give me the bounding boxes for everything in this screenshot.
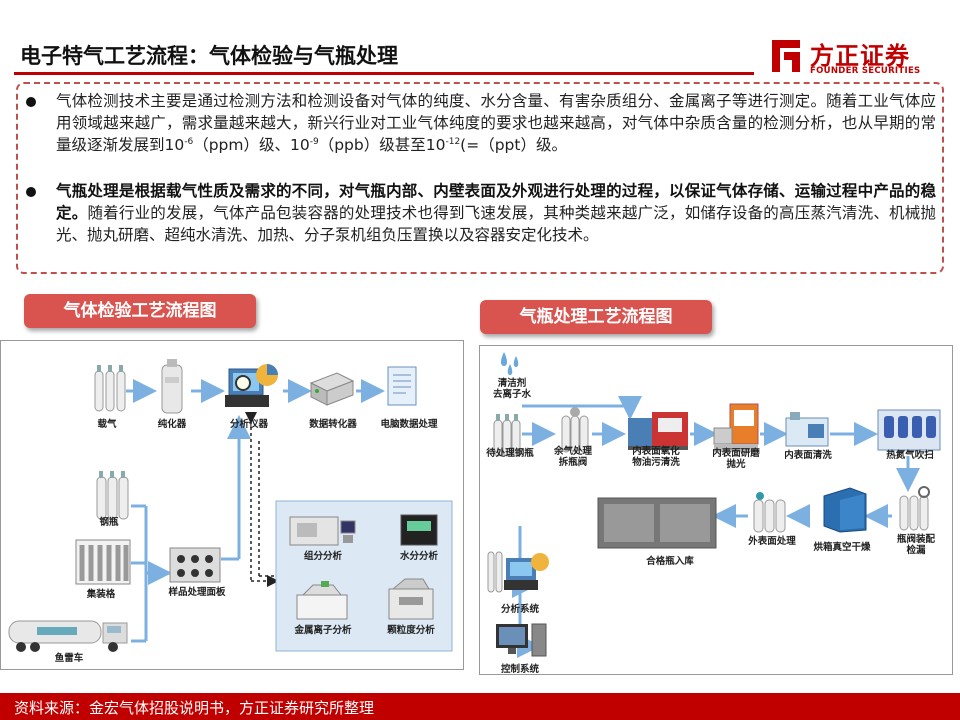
label-pc: 电脑数据处理 [380, 419, 438, 430]
data-converter-icon [309, 372, 355, 406]
label-inner-polish: 内表面研磨 抛光 [712, 448, 760, 470]
label-vacuum-dry: 烘箱真空干燥 [813, 542, 871, 553]
founder-logo-icon [772, 40, 800, 72]
steel-cylinder-icon [96, 471, 129, 520]
label-qualified-storage: 合格瓶入库 [646, 556, 694, 567]
control-system-computer-icon [496, 623, 547, 657]
label-to-process-cylinder: 待处理钢瓶 [486, 448, 534, 459]
summary-box [16, 82, 944, 274]
source-note: 资料来源：金宏气体招股说明书，方正证券研究所整理 [14, 699, 375, 717]
tube-trailer-icon [8, 620, 128, 652]
residual-gas-cylinders-icon [561, 407, 589, 453]
bullet-dot [26, 187, 36, 197]
label-converter: 数据转化器 [309, 419, 357, 430]
label-metal-ion-analysis: 金属离子分析 [294, 625, 352, 636]
bullet-dot [26, 97, 36, 107]
gas-inspection-flow-panel: 载气 纯化器 分析仪器 数据转化器 电脑数据处理 钢瓶 集装格 样品处理面板 组… [0, 340, 464, 670]
cylinders-to-process-icon [493, 414, 521, 457]
label-cleaner: 清洁剂 去离子水 [492, 378, 532, 400]
label-control-system: 控制系统 [500, 664, 540, 675]
label-outer-treatment: 外表面处理 [748, 536, 796, 547]
label-valve-leak-check: 瓶阀装配 检漏 [896, 534, 936, 556]
page-title: 电子特气工艺流程：气体检验与气瓶处理 [20, 44, 398, 68]
label-tube-trailer: 鱼雷车 [54, 653, 84, 664]
cylinder-treatment-flow-panel: 清洁剂 去离子水 待处理钢瓶 余气处理 拆瓶阀 内表面氧化 物油污清洗 内表面研… [479, 345, 953, 675]
vacuum-oven-icon [823, 487, 867, 533]
outer-surface-cylinders-icon [753, 492, 786, 533]
sample-panel-icon [169, 547, 221, 583]
inner-cleaning-machine-icon [785, 412, 829, 447]
metal-ion-analyzer-icon [296, 581, 348, 620]
right-diagram-heading: 气瓶处理工艺流程图 [480, 300, 712, 334]
label-purifier: 纯化器 [157, 419, 187, 430]
label-component-analysis: 组分分析 [303, 551, 343, 562]
component-analyzer-icon [289, 516, 356, 546]
title-underline [14, 72, 754, 75]
label-bundle: 集装格 [86, 589, 116, 600]
moisture-analyzer-icon [400, 514, 438, 546]
label-inner-clean: 内表面清洗 [784, 450, 832, 461]
label-analyzer: 分析仪器 [229, 419, 269, 430]
analyzer-instrument-icon [225, 364, 278, 407]
polishing-machine-icon [713, 403, 759, 452]
oxide-cleaning-machine-icon [628, 412, 688, 450]
bullet-text: 气瓶处理是根据载气性质及需求的不同，对气瓶内部、内壁表面及外观进行处理的过程，以… [56, 182, 936, 244]
logo-name-cn: 方正证券 [810, 42, 910, 70]
logo-name-en: FOUNDER SECURITIES [810, 66, 921, 76]
label-residual-gas: 余气处理 拆瓶阀 [553, 446, 593, 468]
bullet-text: 气体检测技术主要是通过检测方法和检测设备对气体的纯度、水分含量、有害杂质组分、金… [56, 92, 936, 154]
valve-assembly-cylinders-icon [899, 486, 930, 531]
label-hot-nitrogen: 热氮气吹扫 [886, 450, 934, 461]
carrier-gas-cylinders-icon [94, 365, 126, 412]
label-carrier-gas: 载气 [97, 419, 117, 430]
particle-analyzer-icon [388, 578, 434, 620]
label-particle-analysis: 颗粒度分析 [387, 625, 435, 636]
computer-data-document-icon [387, 366, 417, 406]
label-cylinder: 钢瓶 [99, 517, 119, 528]
company-logo: 方正证券 FOUNDER SECURITIES [770, 36, 950, 80]
label-inner-oxide-clean: 内表面氧化 物油污清洗 [632, 446, 680, 468]
analysis-system-icon [487, 551, 549, 593]
treatment-flow-lines [512, 396, 920, 658]
label-analysis-system: 分析系统 [500, 604, 540, 615]
cylinder-bundle-icon [75, 539, 131, 585]
label-moisture-analysis: 水分分析 [399, 551, 439, 562]
purifier-icon [161, 359, 183, 414]
footer-bar: 资料来源：金宏气体招股说明书，方正证券研究所整理 [0, 693, 960, 720]
hot-nitrogen-purge-icon [877, 409, 941, 451]
cleaner-water-drops-icon [501, 352, 519, 375]
label-sample-panel: 样品处理面板 [168, 587, 226, 598]
left-diagram-heading: 气体检验工艺流程图 [24, 294, 256, 328]
